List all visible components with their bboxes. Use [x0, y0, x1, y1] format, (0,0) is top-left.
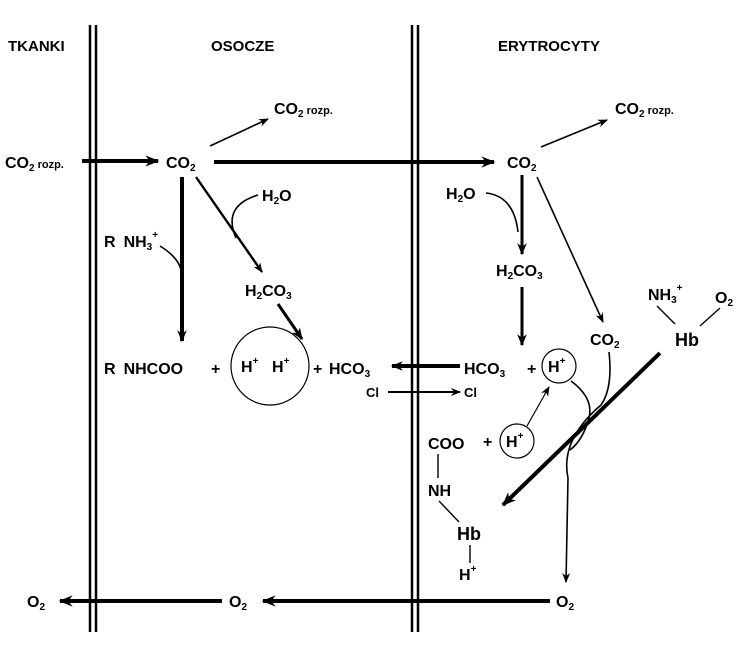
arrow-oxyhb-to-carbaminohb — [501, 351, 662, 507]
label-cl-erythrocyte: Cl — [464, 385, 477, 400]
label-cl-plasma: Cl — [366, 385, 379, 400]
label-nh: NH — [428, 483, 451, 500]
label-co2-to-hb: CO2 — [590, 332, 620, 351]
header-erythrocytes: ERYTROCYTY — [498, 38, 600, 55]
arrow-proton-transfer — [526, 386, 550, 427]
label-hb-carbamino: Hb — [457, 524, 481, 544]
label-h-plus-hb: H+ — [459, 564, 477, 584]
label-h2o-plasma: H2O — [262, 188, 292, 207]
bond-nh3-hb — [656, 305, 676, 325]
label-hco3-erythrocyte: HCO3 — [464, 361, 506, 380]
label-o2-tissue: O2 — [27, 594, 45, 613]
label-o2-erythrocyte: O2 — [556, 594, 574, 613]
arrow-co2-to-h2co3-plasma — [195, 176, 263, 273]
header-plasma: OSOCZE — [211, 38, 274, 55]
label-plus-1: + — [211, 361, 220, 378]
curve-h2o-join-plasma — [231, 194, 259, 239]
label-coo: COO — [428, 436, 464, 453]
arrow-co2-to-dissolved-erythrocyte — [540, 119, 608, 148]
curve-h2o-join-erythrocyte — [485, 192, 519, 233]
plasma-erythrocyte-membrane — [410, 25, 420, 632]
proton-circle-erythrocyte-2 — [499, 423, 535, 459]
proton-circle-erythrocyte-1 — [541, 348, 577, 384]
label-o2-plasma: O2 — [229, 594, 247, 613]
label-hco3-plasma: HCO3 — [329, 361, 371, 380]
label-hb-oxy: Hb — [675, 330, 699, 350]
label-nh3-hb: NH3+ — [648, 283, 683, 306]
label-o2-hb: O2 — [715, 290, 733, 309]
curve-co2-to-o2 — [562, 351, 611, 583]
label-h-plus-erythrocyte-1: H+ — [548, 356, 566, 376]
tissue-plasma-membrane — [88, 25, 98, 632]
label-h2o-erythrocyte: H2O — [446, 186, 476, 205]
arrow-h2co3-dissociation-plasma — [276, 303, 304, 340]
bond-o2-hb — [699, 307, 721, 327]
label-plus-2: + — [313, 361, 322, 378]
curve-nh3-join — [159, 245, 183, 283]
label-plus-3: + — [527, 361, 536, 378]
label-plus-4: + — [483, 434, 492, 451]
header-tissues: TKANKI — [8, 38, 65, 55]
label-h-plus-erythrocyte-2: H+ — [506, 431, 524, 451]
protons-circle-plasma — [230, 326, 310, 406]
label-h-plus-plasma-2: H+ — [272, 356, 290, 376]
arrow-co2-to-dissolved-plasma — [209, 118, 269, 147]
label-co2-plasma: CO2 — [166, 155, 196, 174]
label-h2co3-plasma: H2CO3 — [245, 283, 292, 302]
label-co2-erythrocyte: CO2 — [507, 155, 537, 174]
label-h-plus-plasma-1: H+ — [241, 356, 259, 376]
label-h2co3-erythrocyte: H2CO3 — [496, 263, 543, 282]
bond-nh-hb — [438, 500, 460, 523]
arrow-co2-to-co2-hb — [536, 176, 604, 323]
curve-proton-join — [569, 380, 591, 451]
